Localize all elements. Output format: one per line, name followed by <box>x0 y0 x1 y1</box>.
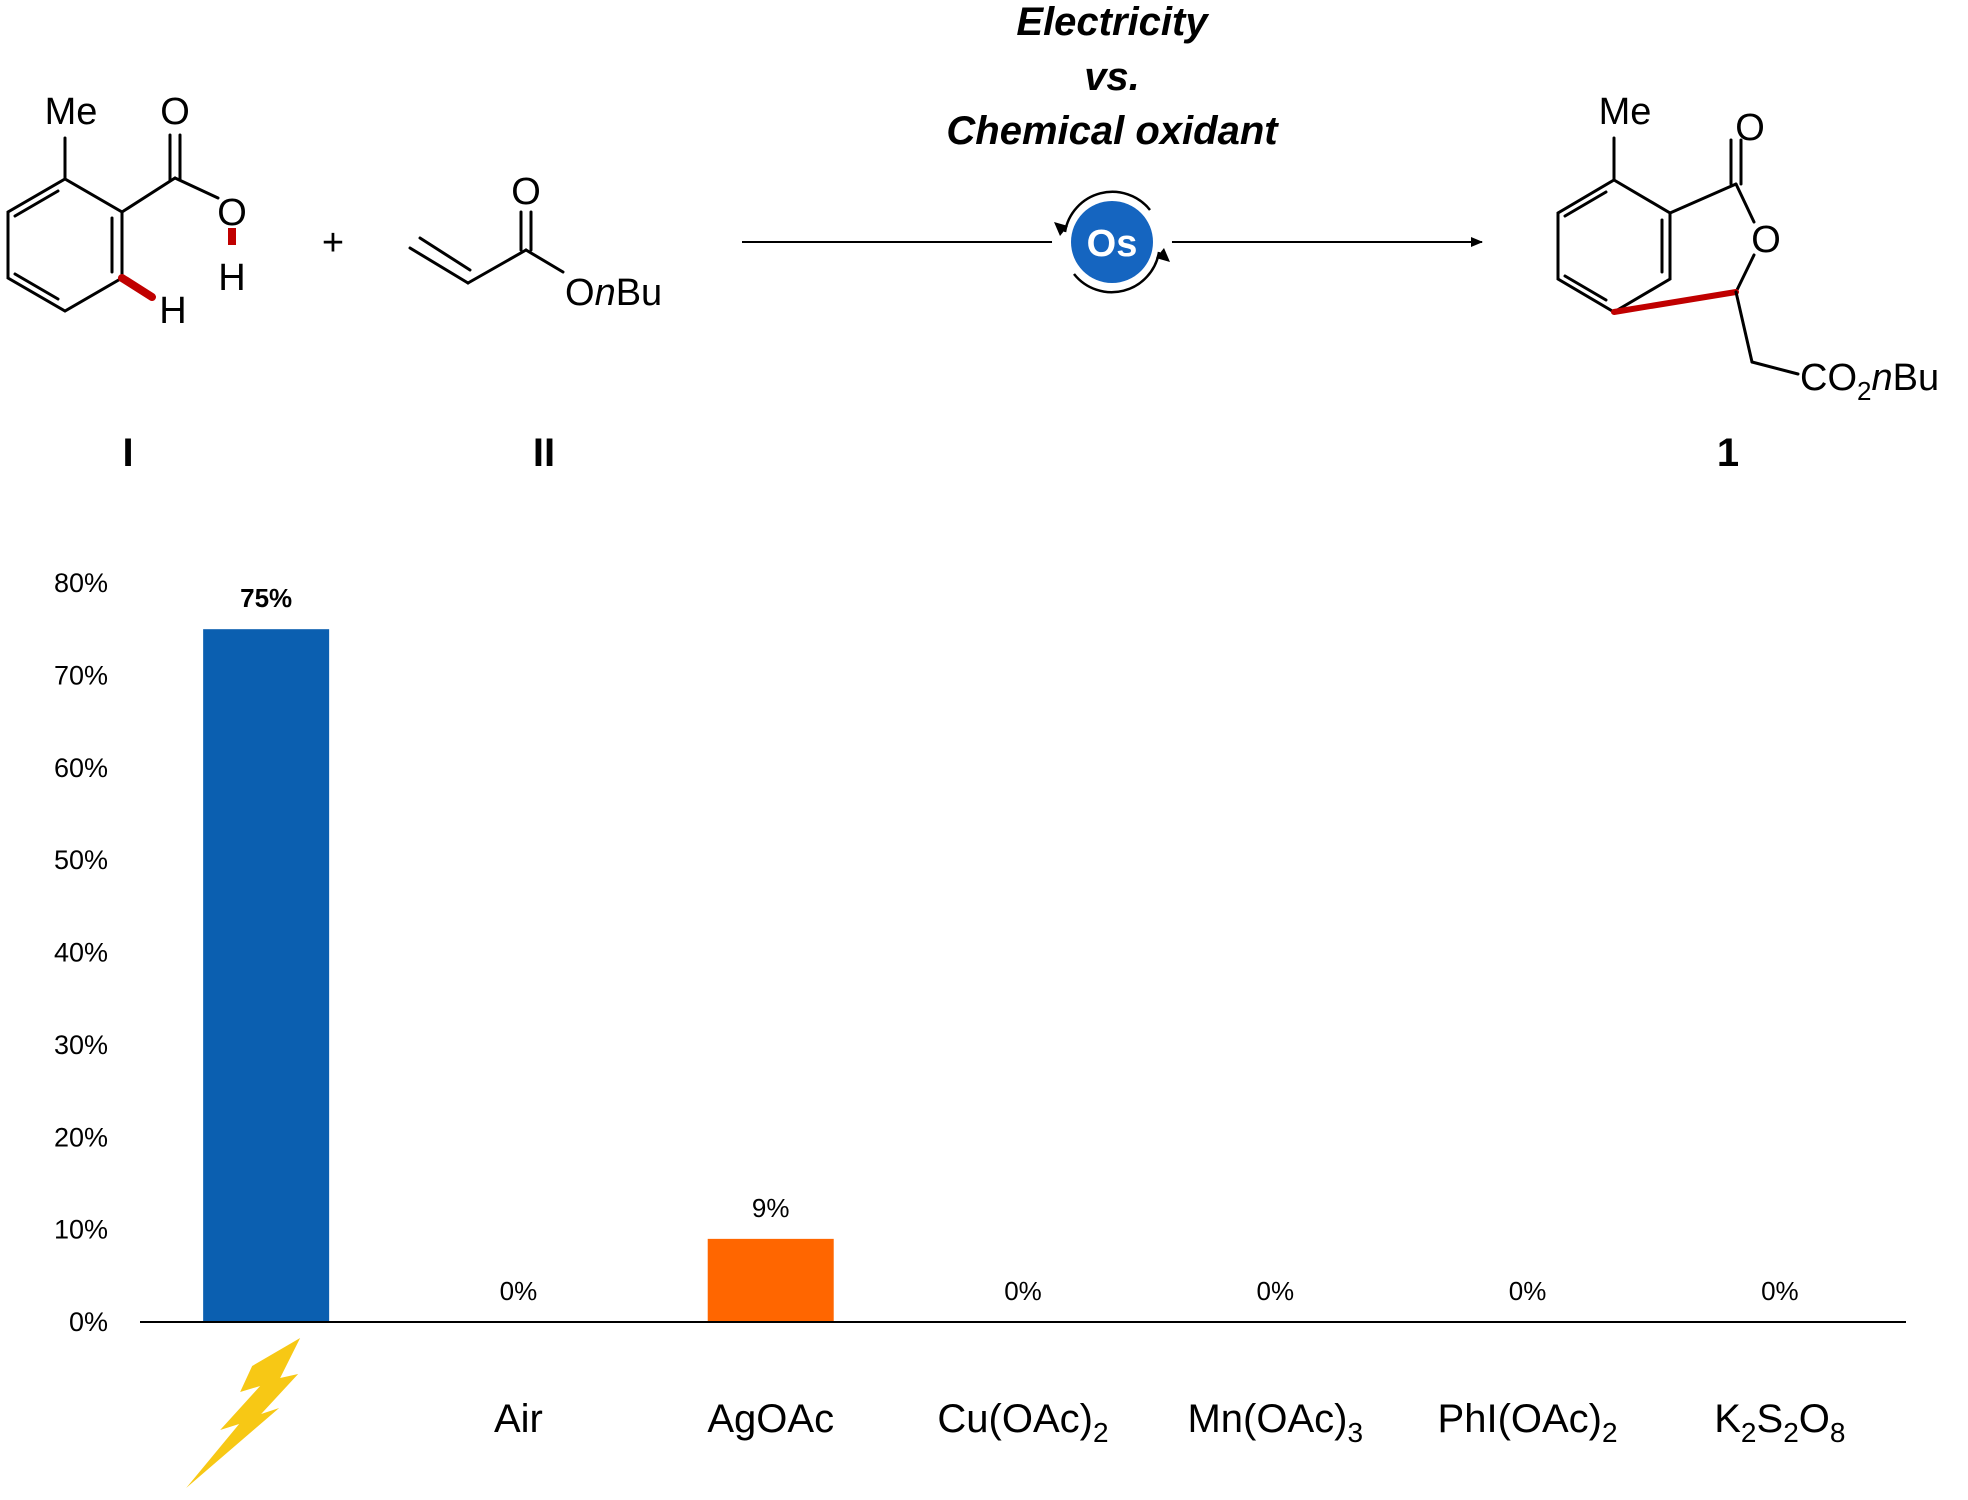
x-category-label-2: AgOAc <box>707 1397 834 1441</box>
product-new-cc-bond-highlight <box>1611 289 1739 315</box>
reactant-1-label: I <box>122 431 133 475</box>
value-labels: 75% 0% 9% 0% 0% 0% 0% <box>240 583 1799 1306</box>
y-tick-label: 10% <box>54 1215 108 1245</box>
product-methyl-label: Me <box>1599 91 1652 133</box>
value-label-0: 75% <box>240 583 292 613</box>
y-tick-label: 80% <box>54 568 108 598</box>
reactant-1-acid-h: H <box>218 257 245 299</box>
x-category-label-1: Air <box>494 1397 543 1441</box>
product-label: 1 <box>1717 431 1739 475</box>
reactant-1-ortho-h: H <box>159 290 186 332</box>
x-category-label-4: Mn(OAc)3 <box>1187 1397 1363 1448</box>
catalyst-cycle: Os <box>1052 182 1172 302</box>
y-tick-label: 40% <box>54 938 108 968</box>
y-tick-label: 0% <box>69 1307 108 1337</box>
product-benzene-ring <box>1556 178 1672 314</box>
reactant-1-structure <box>6 133 236 313</box>
bar-2 <box>707 1238 834 1322</box>
reactant-1-ch-bond-highlight <box>118 274 156 301</box>
lightning-bolt-shape <box>186 1338 301 1488</box>
y-tick-label: 20% <box>54 1122 108 1152</box>
osmium-catalyst-badge <box>1071 201 1153 283</box>
value-label-2: 9% <box>752 1193 790 1223</box>
reactant-1-methyl-label: Me <box>45 91 98 133</box>
bar-chart: 0%10%20%30%40%50%60%70%80% 75%0%9%0%0%0%… <box>54 568 1906 1488</box>
condition-line-3: Chemical oxidant <box>946 109 1279 153</box>
x-category-label-5: PhI(OAc)2 <box>1438 1397 1618 1448</box>
lightning-bolt-icon <box>186 1338 301 1488</box>
product-ring-o: O <box>1751 219 1781 261</box>
reactant-1-carbonyl-o: O <box>160 91 190 133</box>
condition-line-1: Electricity <box>1016 0 1209 44</box>
x-axis-category-labels: Air AgOAc Cu(OAc)2 Mn(OAc)3 PhI(OAc)2 K2S2O8 <box>186 1338 1845 1488</box>
x-category-label-3: Cu(OAc)2 <box>937 1397 1108 1448</box>
reactant-2-label: II <box>533 431 555 475</box>
condition-line-2: vs. <box>1084 55 1140 99</box>
reactant-2-carbonyl-o: O <box>511 171 541 213</box>
osmium-catalyst-label: Os <box>1087 223 1138 265</box>
reaction-scheme: Me O O H H I + O OnBu II Electricity vs.… <box>6 0 1939 475</box>
value-label-1: 0% <box>500 1276 538 1306</box>
reactant-2-ester-group: OnBu <box>565 272 662 314</box>
product-carbonyl-o: O <box>1735 107 1765 149</box>
product-structure <box>1556 136 1800 376</box>
y-tick-label: 60% <box>54 753 108 783</box>
y-tick-label: 70% <box>54 660 108 690</box>
reactant-1-benzene-ring <box>6 177 124 313</box>
value-label-5: 0% <box>1509 1276 1547 1306</box>
product-ester-group: CO2nBu <box>1800 357 1939 406</box>
reactant-1-hydroxyl-o: O <box>217 192 247 234</box>
bar-0 <box>203 629 330 1322</box>
value-label-6: 0% <box>1761 1276 1799 1306</box>
y-tick-label: 50% <box>54 845 108 875</box>
value-label-3: 0% <box>1004 1276 1042 1306</box>
value-label-4: 0% <box>1256 1276 1294 1306</box>
reactant-2-structure <box>408 210 565 285</box>
y-tick-label: 30% <box>54 1030 108 1060</box>
y-axis-ticks: 0% 10% 20% 30% 40% 50% 60% 70% 80% <box>54 568 108 1337</box>
x-category-label-6: K2S2O8 <box>1714 1397 1845 1448</box>
bars <box>203 629 834 1322</box>
plus-sign: + <box>322 222 344 264</box>
